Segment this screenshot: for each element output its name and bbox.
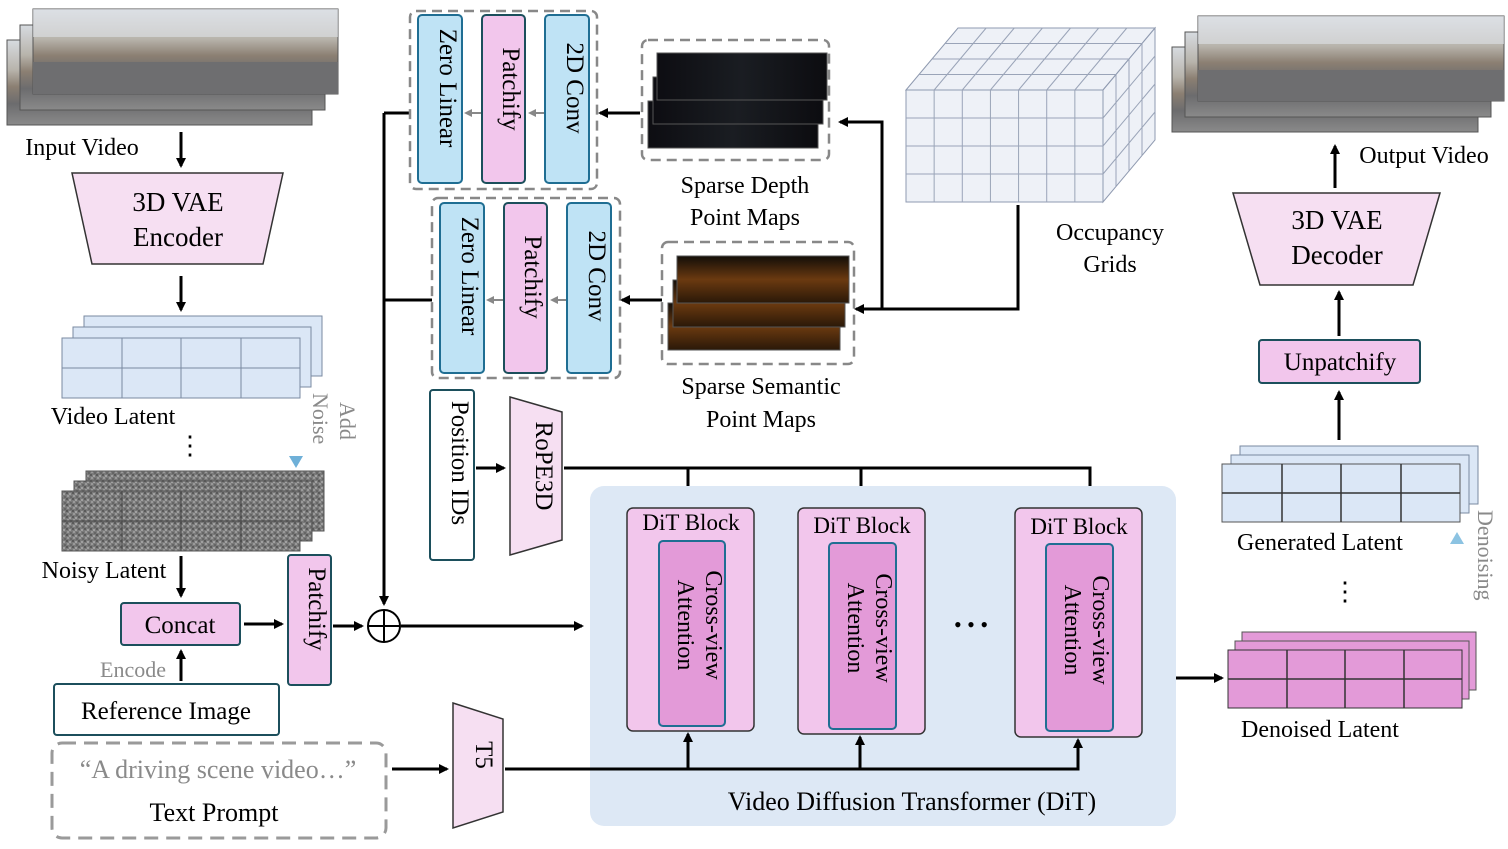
encoder-label-1: 3D VAE: [132, 187, 223, 217]
text-prompt-label: Text Prompt: [150, 798, 280, 827]
denoised-latent-label: Denoised Latent: [1241, 717, 1399, 743]
semantic-conv2d: [566, 202, 612, 374]
occupancy-label-2: Grids: [1083, 252, 1136, 278]
output-video-frames: [1171, 15, 1505, 133]
dit-block-1-label: DiT Block: [642, 510, 740, 535]
position-ids-label: Position IDs: [446, 401, 473, 525]
unpatchify-label: Unpatchify: [1284, 349, 1397, 376]
t5-label: T5: [470, 741, 497, 769]
video-latent: [61, 315, 323, 399]
t5-encoder: [452, 701, 504, 830]
denoising-label: Denoising: [1473, 510, 1498, 600]
encoder-label-2: Encoder: [133, 222, 223, 252]
cross-view-attention-2: [828, 542, 897, 730]
depth-patchify-label: Patchify: [497, 47, 524, 131]
attn-1-label-1: Cross-view: [700, 570, 726, 680]
position-ids-box: [429, 389, 475, 561]
semantic-conv2d-label: 2D Conv: [583, 231, 610, 322]
depth-conv2d-label: 2D Conv: [561, 43, 588, 134]
occupancy-label-1: Occupancy: [1056, 220, 1164, 246]
concat-label: Concat: [145, 612, 216, 639]
ellipsis-vertical-2: ⋮: [1332, 577, 1358, 606]
video-latent-label: Video Latent: [51, 404, 176, 430]
attn-2-label-2: Attention: [842, 583, 868, 674]
denoised-latent: [1227, 631, 1477, 709]
output-video-label: Output Video: [1359, 143, 1488, 169]
semantic-maps-group: [660, 240, 856, 366]
decoder-label-1: 3D VAE: [1291, 205, 1382, 235]
input-video-label: Input Video: [25, 135, 138, 161]
depth-zero-linear: [417, 14, 463, 184]
semantic-zero-linear: [439, 202, 485, 374]
depth-point-maps: [647, 52, 828, 149]
dit-block-3-label: DiT Block: [1030, 514, 1128, 539]
occupancy-grid-lines: [906, 27, 1156, 202]
cross-view-attention-3: [1045, 543, 1114, 732]
text-prompt-box: [50, 741, 388, 840]
reference-image-box: [53, 683, 280, 736]
attn-3-label-2: Attention: [1059, 585, 1085, 676]
attn-3-label-1: Cross-view: [1087, 575, 1113, 685]
semantic-point-maps: [667, 255, 850, 351]
semantic-maps-label-2: Point Maps: [706, 407, 816, 433]
attn-2-label-1: Cross-view: [870, 573, 896, 683]
encode-label: Encode: [100, 657, 166, 682]
rope3d-label: RoPE3D: [530, 422, 557, 511]
unpatchify-box: [1258, 339, 1421, 384]
decoder-label-2: Decoder: [1291, 240, 1382, 270]
depth-patchify: [481, 14, 526, 184]
depth-maps-label-2: Point Maps: [690, 205, 800, 231]
occupancy-grid-cube: [904, 26, 1157, 204]
rope3d-block: [509, 396, 563, 556]
generated-latent: [1221, 445, 1479, 523]
noisy-latent-label: Noisy Latent: [42, 558, 167, 584]
semantic-zero-linear-label: Zero Linear: [456, 217, 483, 336]
dit-ellipsis: • • •: [954, 612, 988, 637]
depth-maps-label-1: Sparse Depth: [681, 173, 810, 199]
generated-latent-label: Generated Latent: [1237, 530, 1403, 556]
vae-encoder: [71, 172, 284, 265]
semantic-maps-label-1: Sparse Semantic: [681, 374, 840, 400]
attn-1-label-2: Attention: [672, 580, 698, 671]
semantic-patchify: [503, 202, 548, 374]
ellipsis-vertical-1: ⋮: [177, 431, 203, 460]
semantic-patchify-label: Patchify: [519, 235, 546, 319]
add-noise-label-1: Add: [335, 402, 360, 440]
noisy-latent: [61, 470, 325, 552]
dit-block-2-label: DiT Block: [813, 513, 911, 538]
depth-zero-linear-label: Zero Linear: [434, 29, 461, 148]
depth-maps-group: [640, 38, 831, 162]
reference-image-label: Reference Image: [81, 698, 251, 725]
concat-box: [120, 602, 241, 646]
patchify-input-label: Patchify: [303, 567, 330, 651]
input-video-frames: [6, 8, 339, 126]
semantic-branch-group: [430, 196, 622, 380]
cross-view-attention-1: [658, 540, 726, 727]
patchify-input-box: [287, 554, 332, 686]
depth-branch-group: [408, 9, 599, 191]
dit-title: Video Diffusion Transformer (DiT): [728, 787, 1096, 816]
vae-decoder: [1231, 192, 1442, 286]
add-noise-label-2: Noise: [308, 393, 333, 444]
depth-conv2d: [544, 14, 590, 184]
text-prompt-quote: “A driving scene video…”: [80, 755, 357, 784]
